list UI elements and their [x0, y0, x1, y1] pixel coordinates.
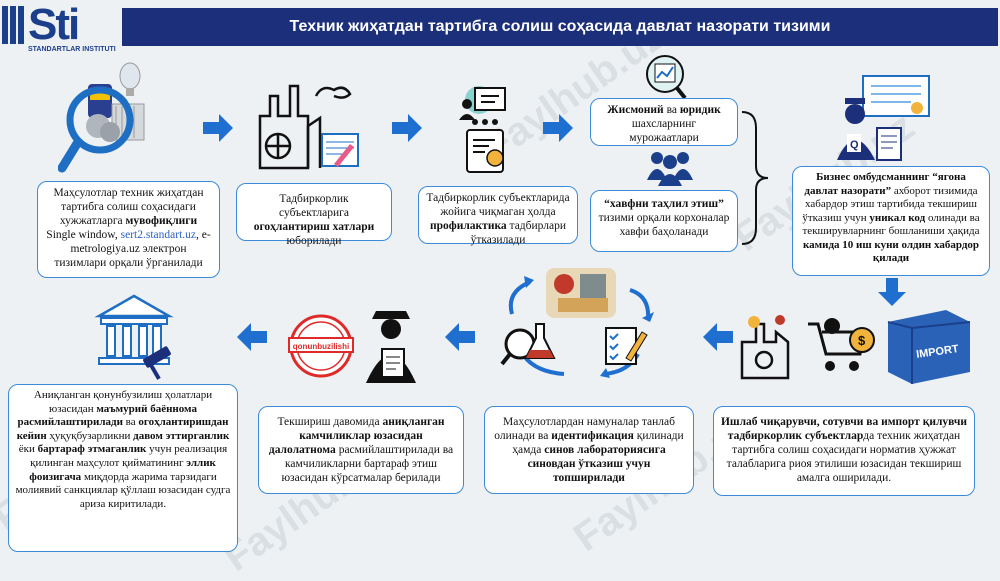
logo-subtitle: STANDARTLAR INSTITUTI: [28, 46, 116, 53]
box-ombudsman-notification: Бизнес омбудсманнинг “ягона давлат назор…: [792, 166, 990, 276]
arrow-left: [703, 323, 733, 351]
arrow-right: [203, 114, 233, 142]
import-label: IMPORT: [915, 343, 959, 361]
box-conformity-check: Маҳсулотлар техник жиҳатдан тартибга сол…: [37, 181, 220, 278]
box-warning-letters: Тадбиркорлик субъектларига огоҳлантириш …: [236, 183, 392, 247]
logo-bars-icon: [2, 6, 24, 44]
sti-logo: Sti STANDARTLAR INSTITUTI: [2, 0, 116, 58]
box-business-inspection: Ишлаб чиқарувчи, сотувчи ва импорт қилув…: [713, 406, 975, 496]
products-magnifier-icon: [58, 62, 145, 173]
arrow-right: [543, 114, 573, 142]
box-deficiency-act: Текшириш давомида аниқланган камчиликлар…: [258, 406, 464, 494]
stamp-text: qonunbuzilishi: [293, 342, 349, 351]
box-citizen-appeals: Жисмоний ва юридик шахсларнинг мурожаатл…: [590, 98, 738, 146]
box-sampling-identification: Маҳсулотлардан намуналар танлаб олинади …: [484, 406, 694, 494]
violation-stamp-icon: qonunbuzilishi: [288, 314, 354, 378]
court-building-icon: [94, 294, 174, 380]
box-prevention-measures: Тадбиркорлик субъектларида жойига чиқмаг…: [418, 186, 578, 246]
arrow-right: [392, 114, 422, 142]
brace-connector: [741, 111, 769, 245]
presentation-certificate-icon: [459, 86, 506, 173]
svg-text:Q: Q: [850, 139, 859, 151]
svg-text:$: $: [858, 333, 866, 348]
logo-text: Sti: [28, 0, 80, 49]
box-risk-analysis: “хавфни таҳлил этиш” тизими орқали корхо…: [590, 190, 738, 252]
inspector-clipboard-icon: [366, 311, 416, 383]
lab-testing-cycle-icon: [500, 268, 654, 378]
arrow-left: [237, 323, 267, 351]
page-title: Техник жиҳатдан тартибга солиш соҳасида …: [122, 8, 998, 46]
analytics-magnifier-icon: [646, 55, 687, 100]
people-group-icon: [647, 152, 693, 186]
production-trade-import-icon: $ IMPORT: [740, 310, 971, 384]
sert2-link[interactable]: sert2.standart.uz: [120, 229, 196, 241]
box-administrative-protocol: Аниқланган қонунбузилиш ҳолатлари юзасид…: [8, 384, 238, 552]
arrow-down: [878, 278, 906, 306]
arrow-left: [445, 323, 475, 351]
inspector-certificate-icon: Q: [837, 75, 930, 161]
factory-document-icon: [258, 84, 359, 170]
